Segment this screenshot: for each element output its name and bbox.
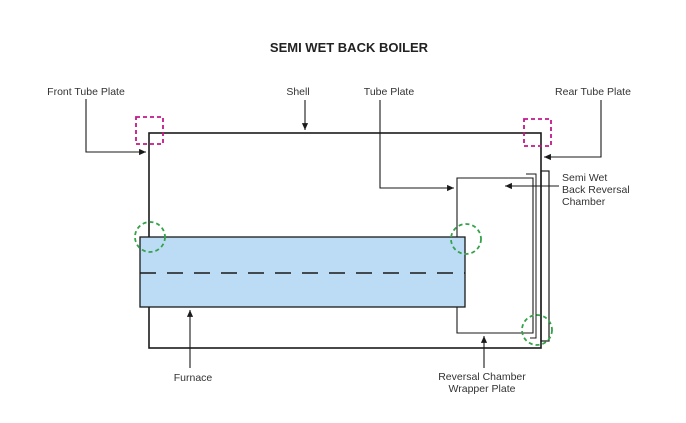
rear-weld-square: [523, 118, 552, 147]
front-weld-square: [135, 116, 164, 145]
furnace: [139, 236, 466, 308]
wrapper-weld-circle: [521, 314, 553, 346]
wrapper-plate-label-line-1: Reversal Chamber: [438, 371, 526, 383]
rear-furnace-weld-circle: [450, 223, 482, 255]
reversal-chamber-label-line-1: Semi Wet: [562, 172, 607, 184]
rear-tube-plate-label: Rear Tube Plate: [555, 86, 631, 98]
front-furnace-weld-circle: [134, 221, 166, 253]
reversal-chamber-label-line-2: Back Reversal: [562, 184, 630, 196]
furnace-label: Furnace: [174, 372, 213, 384]
rear-tube-plate: [540, 170, 550, 342]
reversal-chamber-label-line-3: Chamber: [562, 196, 606, 208]
rear-tube-plate-leader: [544, 100, 602, 161]
shell-label: Shell: [286, 86, 309, 98]
tube-plate-leader: [379, 100, 454, 192]
tube-plate-label: Tube Plate: [364, 86, 415, 98]
reversal-chamber-wrapper: [526, 173, 537, 339]
diagram-title: SEMI WET BACK BOILER: [270, 40, 429, 55]
reversal-chamber: [456, 177, 534, 334]
front-tube-plate-leader: [85, 99, 146, 156]
front-tube-plate-label: Front Tube Plate: [47, 86, 125, 98]
wrapper-plate-label-line-2: Wrapper Plate: [449, 383, 516, 395]
